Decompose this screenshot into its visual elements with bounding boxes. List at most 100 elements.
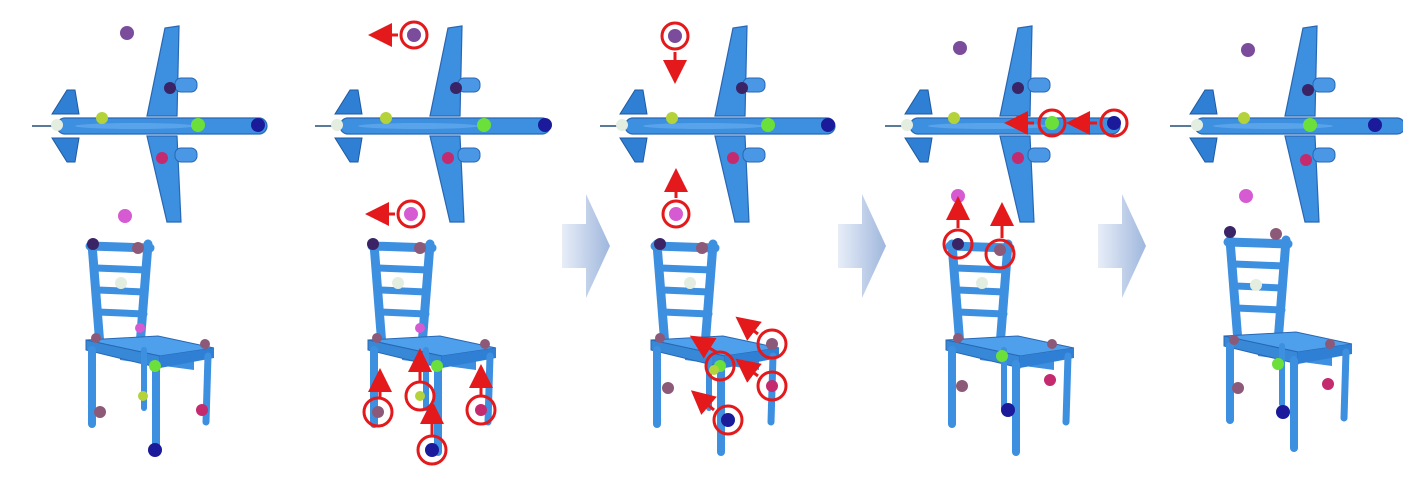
keypoint [953, 333, 963, 343]
step-arrow [838, 194, 886, 298]
keypoint [1300, 154, 1312, 166]
keypoint [953, 41, 967, 55]
keypoint [727, 152, 739, 164]
panel-2 [314, 20, 552, 466]
keypoint [475, 404, 487, 416]
keypoint [425, 443, 439, 457]
keypoint [1012, 82, 1024, 94]
keypoint [191, 118, 205, 132]
keypoint [669, 207, 683, 221]
panel-3 [599, 21, 836, 452]
move-arrow [735, 316, 762, 341]
keypoint [696, 242, 708, 254]
keypoint [766, 380, 778, 392]
keypoint [431, 360, 443, 372]
keypoint [251, 118, 265, 132]
keypoint [1045, 116, 1059, 130]
keypoint [414, 242, 426, 254]
keypoint [956, 380, 968, 392]
highlight-circle [756, 370, 788, 402]
keypoint [1325, 339, 1335, 349]
keypoint [91, 333, 101, 343]
keypoint [132, 242, 144, 254]
move-arrows [946, 111, 1097, 238]
highlight-circle [756, 328, 788, 360]
keypoint [415, 323, 425, 333]
highlight-circle [362, 396, 394, 428]
keypoint [1272, 358, 1284, 370]
highlight-circle [396, 199, 426, 229]
keypoint [200, 339, 210, 349]
keypoint [404, 207, 418, 221]
keypoint [1047, 339, 1057, 349]
keypoint [1001, 403, 1015, 417]
keypoint [1229, 335, 1239, 345]
keypoint [721, 413, 735, 427]
keypoint [1012, 152, 1024, 164]
move-arrow [690, 390, 717, 415]
step-arrow [562, 194, 610, 298]
move-arrow [735, 358, 762, 383]
keypoint [976, 277, 988, 289]
highlight-circle [465, 394, 497, 426]
edit-highlights [942, 108, 1129, 270]
keypoint [372, 333, 382, 343]
keypoint [1250, 279, 1262, 291]
keypoint [901, 119, 913, 131]
keypoint [654, 238, 666, 250]
airplane-model [314, 25, 551, 223]
edit-highlights [660, 21, 788, 436]
highlight-circle [660, 21, 690, 51]
highlight-circle [984, 238, 1016, 270]
keypoint [1241, 43, 1255, 57]
chair-model [86, 244, 214, 452]
keypoint [156, 152, 168, 164]
keypoint [415, 391, 425, 401]
keypoint [1044, 374, 1056, 386]
keypoint [407, 28, 421, 42]
highlight-circle [1037, 108, 1067, 138]
keypoint [766, 338, 778, 350]
keypoint [761, 118, 775, 132]
keypoint [684, 277, 696, 289]
keypoint [392, 277, 404, 289]
highlight-circle [1099, 108, 1129, 138]
move-arrows [365, 23, 493, 435]
keypoint [1303, 118, 1317, 132]
keypoint [120, 26, 134, 40]
keypoint [450, 82, 462, 94]
keypoint [736, 82, 748, 94]
keypoint [996, 350, 1008, 362]
keypoint [1191, 119, 1203, 131]
highlight-circle [704, 350, 736, 382]
keypoint [196, 404, 208, 416]
keypoint [1322, 378, 1334, 390]
airplane-model [31, 25, 268, 223]
panel-5 [1169, 25, 1403, 448]
move-arrows [663, 52, 762, 415]
highlight-circle [399, 20, 429, 50]
highlight-circle [712, 404, 744, 436]
keypoint [135, 323, 145, 333]
keypoint [1107, 116, 1121, 130]
keypoint [1232, 382, 1244, 394]
keypoint [148, 443, 162, 457]
keypoint [951, 189, 965, 203]
keypoint [149, 360, 161, 372]
keypoint [662, 382, 674, 394]
panel-4 [884, 25, 1129, 452]
keypoint [380, 112, 392, 124]
keypoint [367, 238, 379, 250]
keypoint [538, 118, 552, 132]
keypoint [821, 118, 835, 132]
highlight-circle [661, 199, 691, 229]
keypoint [51, 119, 63, 131]
keypoint [666, 112, 678, 124]
keypoint [948, 112, 960, 124]
keypoint [709, 365, 719, 375]
keypoint [372, 406, 384, 418]
keypoint [1270, 228, 1282, 240]
keypoint [87, 238, 99, 250]
keypoint [118, 209, 132, 223]
